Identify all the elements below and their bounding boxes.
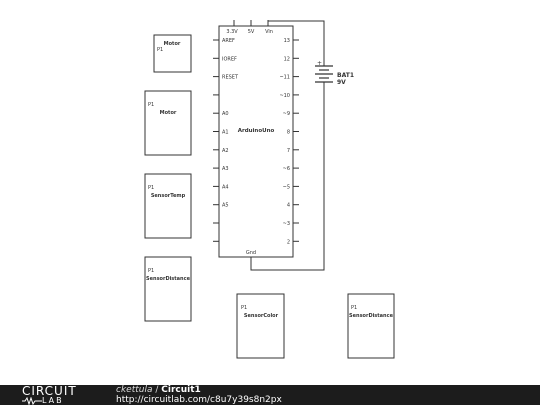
pin-vin-label: Vin (265, 29, 273, 35)
waveform-icon (22, 397, 42, 405)
component-name: SensorDistance (349, 313, 394, 319)
circuit-credit: ckettula / Circuit1 (116, 385, 201, 395)
right-pin-label: ~5 (283, 184, 290, 190)
component-sensor-temp[interactable]: P1 SensorTemp (144, 173, 192, 239)
left-pin-label: A4 (222, 184, 229, 190)
component-ref: P1 (157, 47, 163, 53)
component-ref: P1 (148, 102, 154, 108)
logo-text-bottom: LAB (42, 396, 64, 405)
credit-separator: / (155, 385, 159, 395)
battery-value: 9V (337, 79, 346, 86)
wire-gnd-to-battery (250, 86, 325, 271)
component-name: Motor (164, 41, 181, 47)
right-pin-label: 7 (287, 148, 290, 154)
arduino-uno[interactable]: ArduinoUno 3.3V 5V Vin Gnd AREF IOREF RESE… (213, 20, 299, 263)
left-pin-label: A2 (222, 148, 229, 154)
arduino-label: ArduinoUno (238, 128, 275, 134)
pin-gnd-label: Gnd (246, 250, 256, 256)
left-pin-label: RESET (222, 75, 239, 81)
wire-vin-to-battery (267, 20, 325, 62)
right-pin-label: 12 (284, 56, 290, 62)
author-name[interactable]: ckettula (116, 385, 153, 395)
arduino-right-pins: 13 12 ~11 ~10 ~9 8 7 ~6 ~5 4 ~3 2 (279, 38, 299, 245)
right-pin-label: 4 (287, 203, 290, 209)
component-sensor-distance-1[interactable]: P1 SensorDistance (144, 256, 192, 322)
right-pin-label: ~6 (283, 166, 290, 172)
component-sensor-color[interactable]: P1 SensorColor (236, 293, 285, 359)
right-pin-label: 8 (287, 130, 290, 136)
component-sensor-distance-2[interactable]: P1 SensorDistance (347, 293, 395, 359)
battery-plus-sign: + (317, 60, 322, 67)
left-pin-label: A5 (222, 203, 229, 209)
component-ref: P1 (351, 305, 357, 311)
pin-5v-label: 5V (248, 29, 255, 35)
left-pin-label: A1 (222, 130, 229, 136)
battery-bat1[interactable]: + BAT1 9V (315, 60, 354, 86)
component-name: SensorTemp (151, 193, 186, 199)
left-pin-label: AREF (222, 38, 235, 44)
pin-3v3-label: 3.3V (226, 29, 238, 35)
left-pin-label: A3 (222, 166, 229, 172)
logo-text-top: CIRCUIT (22, 384, 77, 398)
component-ref: P1 (148, 268, 154, 274)
right-pin-label: ~9 (283, 111, 290, 117)
schematic-canvas[interactable]: ArduinoUno 3.3V 5V Vin Gnd AREF IOREF RESE… (0, 0, 540, 385)
component-ref: P1 (241, 305, 247, 311)
right-pin-label: ~11 (279, 75, 290, 81)
component-name: Motor (160, 110, 177, 116)
right-pin-label: 2 (287, 239, 290, 245)
circuitlab-logo[interactable]: CIRCUIT LAB (22, 385, 94, 405)
circuit-url[interactable]: http://circuitlab.com/c8u7y39s8n2px (116, 395, 282, 405)
component-ref: P1 (148, 185, 154, 191)
wires (250, 20, 325, 271)
battery-name: BAT1 (337, 72, 354, 79)
footer-bar: CIRCUIT LAB ckettula / Circuit1 http://c… (0, 385, 540, 405)
right-pin-label: ~10 (279, 93, 290, 99)
left-pin-label: IOREF (222, 56, 237, 62)
circuit-title[interactable]: Circuit1 (161, 385, 201, 395)
component-motor-2[interactable]: P1 Motor (144, 90, 192, 156)
component-name: SensorDistance (146, 276, 191, 282)
left-pin-label: A0 (222, 111, 229, 117)
component-name: SensorColor (244, 313, 279, 319)
right-pin-label: ~3 (283, 221, 290, 227)
right-pin-label: 13 (284, 38, 290, 44)
component-motor-1[interactable]: P1 Motor (153, 34, 192, 73)
